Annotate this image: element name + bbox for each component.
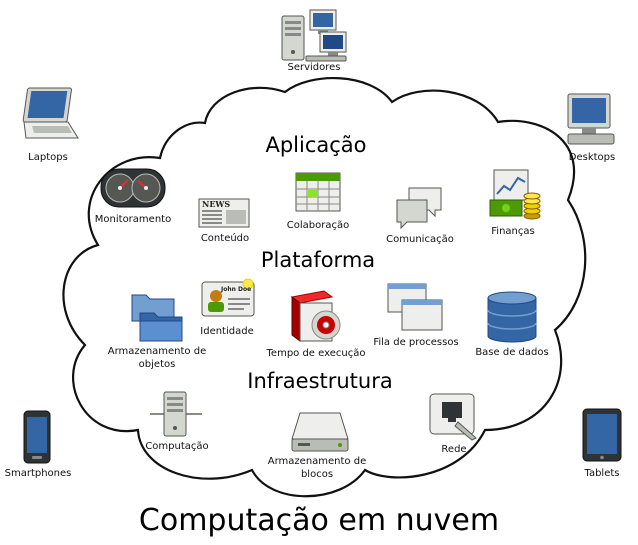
- id-card-name: John Doe: [221, 286, 252, 293]
- newspaper-icon: NEWS: [198, 198, 250, 228]
- identity-label: Identidade: [200, 326, 254, 337]
- compute-label: Computação: [145, 441, 209, 452]
- newspaper-masthead: NEWS: [202, 199, 231, 209]
- block-storage-label: Armazenamento de blocos: [267, 456, 367, 480]
- servers-icon: [281, 9, 347, 62]
- smartphones-label: Smartphones: [4, 468, 72, 479]
- folders-icon: [131, 294, 183, 342]
- network-label: Rede: [441, 444, 467, 455]
- laptops-label: Laptops: [28, 152, 68, 163]
- chat-bubbles-icon: [396, 187, 442, 230]
- desktop-icon: [567, 93, 615, 145]
- finance-chart-icon: [489, 169, 541, 220]
- tablets-label: Tablets: [584, 468, 620, 479]
- page-title: Computação em nuvem: [138, 503, 500, 538]
- calendar-icon: [295, 172, 341, 212]
- monitoring-label: Monitoramento: [94, 214, 172, 225]
- monitoring-gauge-icon: [100, 168, 166, 208]
- id-card-icon: John Doe: [200, 278, 258, 320]
- network-port-icon: [429, 393, 477, 441]
- laptop-icon: [22, 87, 79, 139]
- desktops-label: Desktops: [568, 152, 616, 163]
- hard-drive-icon: [291, 412, 349, 452]
- communication-label: Comunicação: [386, 234, 454, 245]
- content-label: Conteúdo: [200, 233, 250, 244]
- compute-server-icon: [150, 391, 202, 437]
- window-queue-icon: [387, 283, 443, 331]
- runtime-label: Tempo de execução: [266, 348, 366, 359]
- servers-label: Servidores: [287, 62, 341, 73]
- software-box-icon: [290, 290, 341, 342]
- process-queue-label: Fila de processos: [373, 337, 459, 348]
- section-heading-application: Aplicação: [265, 133, 367, 157]
- section-heading-platform: Plataforma: [260, 248, 376, 272]
- section-heading-infrastructure: Infraestrutura: [247, 369, 393, 393]
- collaboration-label: Colaboração: [286, 220, 350, 231]
- finance-label: Finanças: [491, 226, 535, 237]
- object-storage-label: Armazenamento de objetos: [107, 346, 207, 370]
- tablet-icon: [582, 408, 622, 462]
- smartphone-icon: [23, 410, 51, 464]
- database-label: Base de dados: [475, 347, 549, 358]
- database-icon: [487, 291, 537, 343]
